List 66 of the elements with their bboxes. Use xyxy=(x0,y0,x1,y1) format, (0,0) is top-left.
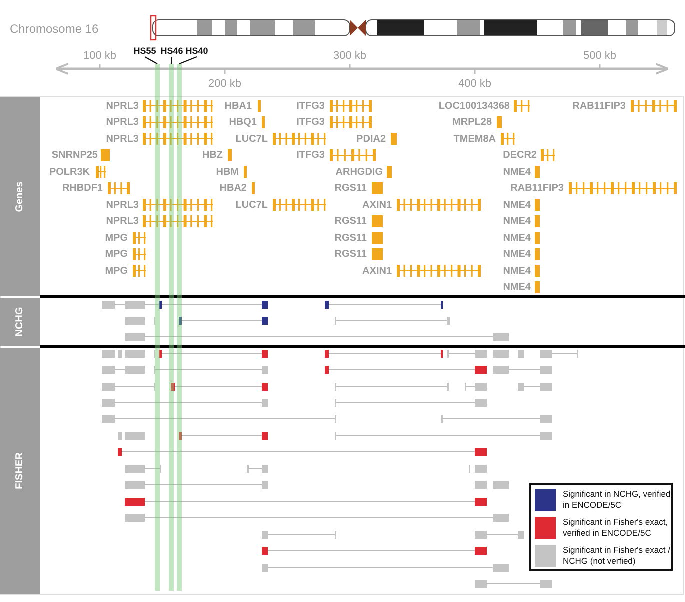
gene-name: SNRNP25 xyxy=(52,150,98,161)
gene-name: NME4 xyxy=(503,232,531,244)
gene-name: RAB11FIP3 xyxy=(572,100,626,112)
gene-name: MPG xyxy=(105,232,128,244)
region-label: HS40 xyxy=(185,46,209,57)
gene-name: LUC7L xyxy=(236,200,268,210)
gene-name: AXIN1 xyxy=(362,200,392,210)
gene-name: NME4 xyxy=(503,266,531,276)
gene-name: RGS11 xyxy=(334,216,367,227)
highlight-band xyxy=(155,64,160,591)
track-band xyxy=(0,97,40,296)
gene-name: NPRL3 xyxy=(106,100,139,112)
gene-name: ITFG3 xyxy=(296,100,325,112)
gene-name: NME4 xyxy=(503,166,531,178)
axis-tick-label: 400 kb xyxy=(458,79,492,90)
gene-name: NME4 xyxy=(503,216,531,227)
gene-name: HBQ1 xyxy=(229,117,257,128)
gene-name: PDIA2 xyxy=(356,134,386,144)
track-band xyxy=(0,298,40,346)
gene-name: TMEM8A xyxy=(454,134,496,144)
leader-line xyxy=(179,56,198,65)
gene-name: MPG xyxy=(105,266,128,276)
axis-tick-label: 200 kb xyxy=(208,79,242,90)
gene-name: HBA2 xyxy=(220,183,247,194)
gene-name: MRPL28 xyxy=(452,117,492,128)
legend-text: Significant in Fisher's exact, verified in ENCODE/5C xyxy=(563,517,670,538)
region-label: HS55 xyxy=(133,46,157,57)
gene-name: AXIN1 xyxy=(362,266,392,276)
gene-name: ARHGDIG xyxy=(336,166,383,178)
gene-name: NPRL3 xyxy=(106,117,139,128)
gene-name: LOC100134368 xyxy=(438,100,510,112)
gene-name: ITFG3 xyxy=(296,150,325,161)
leader-line xyxy=(144,56,158,65)
gene-name: NME4 xyxy=(503,282,531,293)
gene-name: POLR3K xyxy=(49,166,90,178)
legend-text: Significant in Fisher's exact / NCHG (not verfied) xyxy=(563,545,671,566)
chromosome-name: Chromosome 16 xyxy=(10,22,99,36)
gene-name: NME4 xyxy=(503,249,531,260)
gene-name: RGS11 xyxy=(334,249,367,260)
gene-name: NPRL3 xyxy=(106,200,139,210)
axis-tick-label: 300 kb xyxy=(333,51,367,62)
highlight-band xyxy=(177,64,182,591)
highlight-band xyxy=(169,64,174,591)
gene-name: DECR2 xyxy=(503,150,537,161)
track-label: Genes xyxy=(14,181,26,212)
gene-name: HBZ xyxy=(202,150,223,161)
gene-name: RGS11 xyxy=(334,183,367,194)
gene-name: HBM xyxy=(216,166,239,178)
gene-name: NPRL3 xyxy=(106,216,139,227)
gene-name: NME4 xyxy=(503,200,531,210)
gene-name: HBA1 xyxy=(224,100,252,112)
gene-name: NPRL3 xyxy=(106,134,139,144)
gene-name: MPG xyxy=(105,249,128,260)
gene-name: ITFG3 xyxy=(296,117,325,128)
track-label: NCHG xyxy=(14,307,26,337)
legend-text: Significant in NCHG, verified in ENCODE/5C xyxy=(563,489,671,510)
track-label: FISHER xyxy=(14,452,26,490)
axis-tick-label: 500 kb xyxy=(583,51,617,62)
region-label: HS46 xyxy=(160,46,184,57)
leader-line xyxy=(170,56,173,64)
gene-name: RHBDF1 xyxy=(62,183,103,194)
gene-name: RAB11FIP3 xyxy=(510,183,564,194)
gene-name: LUC7L xyxy=(236,134,268,144)
gene-name: RGS11 xyxy=(334,232,367,244)
track-band xyxy=(0,348,40,594)
axis-tick-label: 100 kb xyxy=(83,51,117,62)
